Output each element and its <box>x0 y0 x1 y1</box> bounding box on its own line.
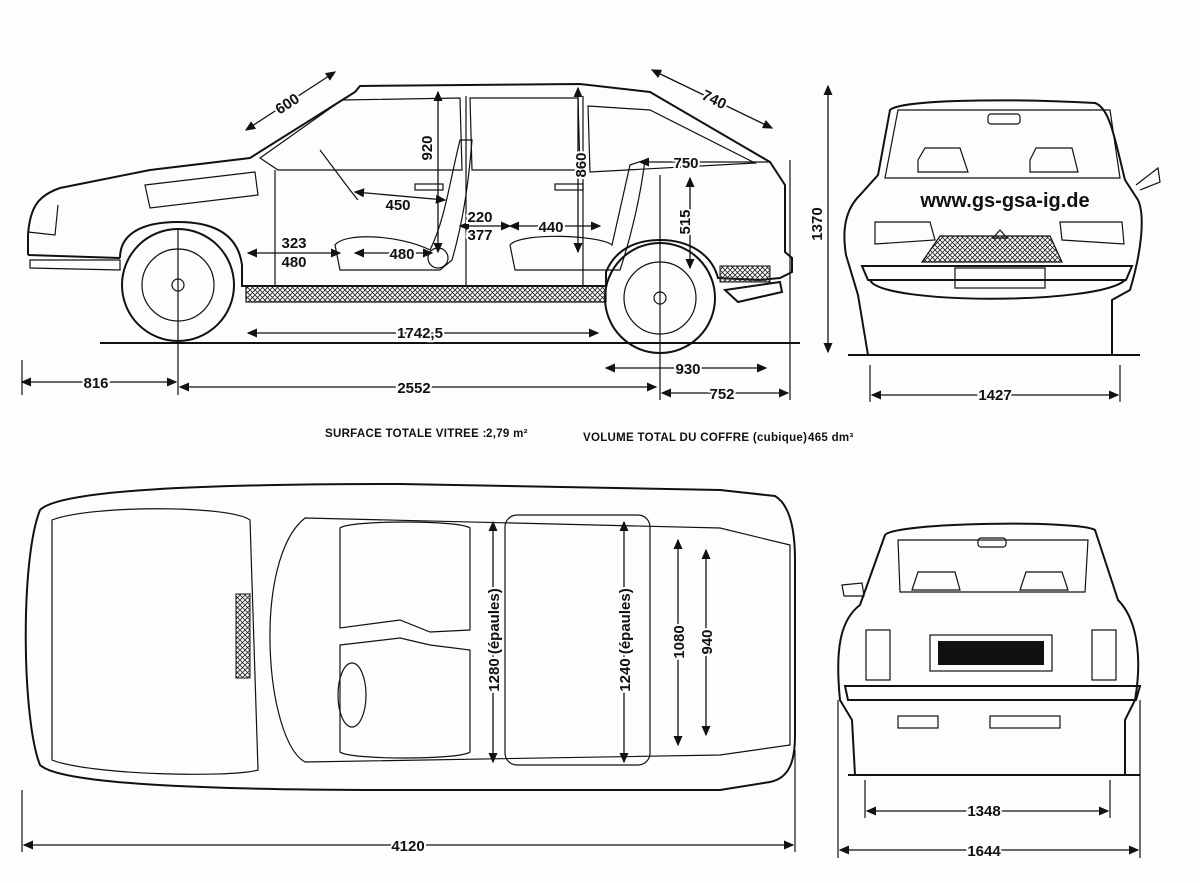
dim-rear-legroom: 440 <box>538 219 563 236</box>
front-legroom-line <box>353 188 447 204</box>
dim-length: 4120 <box>391 838 424 855</box>
dim-rear-seat-height: 515 <box>677 209 694 234</box>
headrest-right <box>1029 147 1079 173</box>
steering-column <box>319 149 359 201</box>
dim-seat-depth: 480 <box>389 246 414 263</box>
dim-front-track: 1427 <box>978 387 1011 404</box>
front-bumper-bar <box>860 265 1134 281</box>
dim-rear-overhang: 752 <box>709 386 734 403</box>
dim-front-overhang: 816 <box>83 375 108 392</box>
trunk-volume-label: VOLUME TOTAL DU COFFRE (cubique) : <box>583 432 815 444</box>
headrest-left <box>917 147 969 173</box>
dim-front-legroom: 450 <box>385 197 410 214</box>
steering-wheel <box>337 662 367 728</box>
dim-front-floor-b: 480 <box>281 254 306 271</box>
rear-seat <box>509 159 646 271</box>
front-mirror-side <box>1135 166 1161 191</box>
dim-width: 1644 <box>967 843 1001 860</box>
dim-trunk-width-a: 1080 <box>671 625 688 658</box>
dim-front-shoulder: 1280 (épaules) <box>486 588 503 691</box>
dim-rear-headroom: 860 <box>573 152 590 177</box>
rear-exhaust-box <box>897 715 939 729</box>
headlamp-left <box>874 221 936 245</box>
rear-plate-frame <box>929 634 1053 672</box>
headlamp-right <box>1059 221 1125 245</box>
rear-window <box>897 539 1089 593</box>
rear-headrest-left <box>911 571 961 591</box>
top-view: 1280 (épaules) 1240 (épaules) 1080 940 4… <box>21 482 796 857</box>
dim-knee-room-a: 220 <box>467 209 492 226</box>
dim-knee-room-b: 377 <box>467 227 492 244</box>
headlamp-panel <box>144 171 259 209</box>
rear-body-outline <box>837 522 1140 776</box>
rear-headrest-right <box>1019 571 1069 591</box>
chevron-badge <box>991 229 1009 239</box>
rear-glass-dim-line <box>650 69 774 129</box>
front-seat <box>334 139 473 271</box>
dim-rear-glass: 740 <box>699 87 729 113</box>
bonnet <box>51 508 259 775</box>
dim-rear-shoulder: 1240 (épaules) <box>617 588 634 691</box>
side-body-outline <box>27 82 793 281</box>
dim-rear-seat-to-tail: 750 <box>673 155 698 172</box>
rear-tank <box>989 715 1061 729</box>
front-seat-left <box>339 521 471 633</box>
rear-view: 1348 1644 <box>837 522 1142 862</box>
quarter-window <box>587 105 758 173</box>
glass-area-label: SURFACE TOTALE VITREE : <box>325 428 487 440</box>
front-spoiler <box>869 279 1126 300</box>
tail-lamp-right <box>1091 629 1117 681</box>
rear-bumper <box>843 685 1142 701</box>
plate-front <box>954 267 1046 289</box>
website-label: www.gs-gsa-ig.de <box>919 190 1089 212</box>
rear-mirror <box>977 537 1007 548</box>
rear-valance-mesh <box>719 265 771 283</box>
bonnet-vents <box>235 593 251 679</box>
sill-mesh <box>245 285 607 303</box>
rear-plate <box>938 641 1044 665</box>
tail-lamp-left <box>865 629 891 681</box>
side-dimensions: 600 740 920 860 1370 750 515 450 220 377… <box>20 69 833 405</box>
front-bumper <box>29 259 121 271</box>
exhaust <box>722 280 784 304</box>
captions: SURFACE TOTALE VITREE : 2,79 m² VOLUME T… <box>325 428 854 444</box>
trunk-volume-value: 465 dm³ <box>808 432 854 444</box>
front-grille <box>27 204 59 236</box>
front-grille-mesh <box>920 235 1063 263</box>
mirror-front <box>987 113 1021 125</box>
dim-front-floor-a: 323 <box>281 235 306 252</box>
side-bottom <box>119 220 761 287</box>
dim-wheelbase: 2552 <box>397 380 430 397</box>
top-body-outline <box>24 482 796 791</box>
dim-windshield: 600 <box>272 90 302 118</box>
rear-bench <box>504 514 651 766</box>
dim-height: 1370 <box>809 207 826 240</box>
rear-side-mirror <box>841 582 865 597</box>
dim-interior-length: 1742,5 <box>397 325 443 342</box>
side-view <box>27 82 800 400</box>
front-view: 1427 www.gs-gsa-ig.de <box>843 99 1161 406</box>
front-seat-right <box>339 637 471 759</box>
dim-trunk-width-b: 940 <box>699 629 716 654</box>
windshield-dim-line <box>244 71 337 131</box>
front-door-handle <box>414 183 444 191</box>
glass-area-value: 2,79 m² <box>486 428 528 440</box>
dim-front-headroom: 920 <box>419 135 436 160</box>
roof-glass-outline <box>269 517 791 763</box>
rear-door-window <box>469 97 581 171</box>
rear-door-handle <box>554 183 584 191</box>
front-windscreen <box>884 109 1121 179</box>
dim-rear-track: 1348 <box>967 803 1000 820</box>
front-body-outline <box>843 99 1143 356</box>
dim-rear-930: 930 <box>675 361 700 378</box>
